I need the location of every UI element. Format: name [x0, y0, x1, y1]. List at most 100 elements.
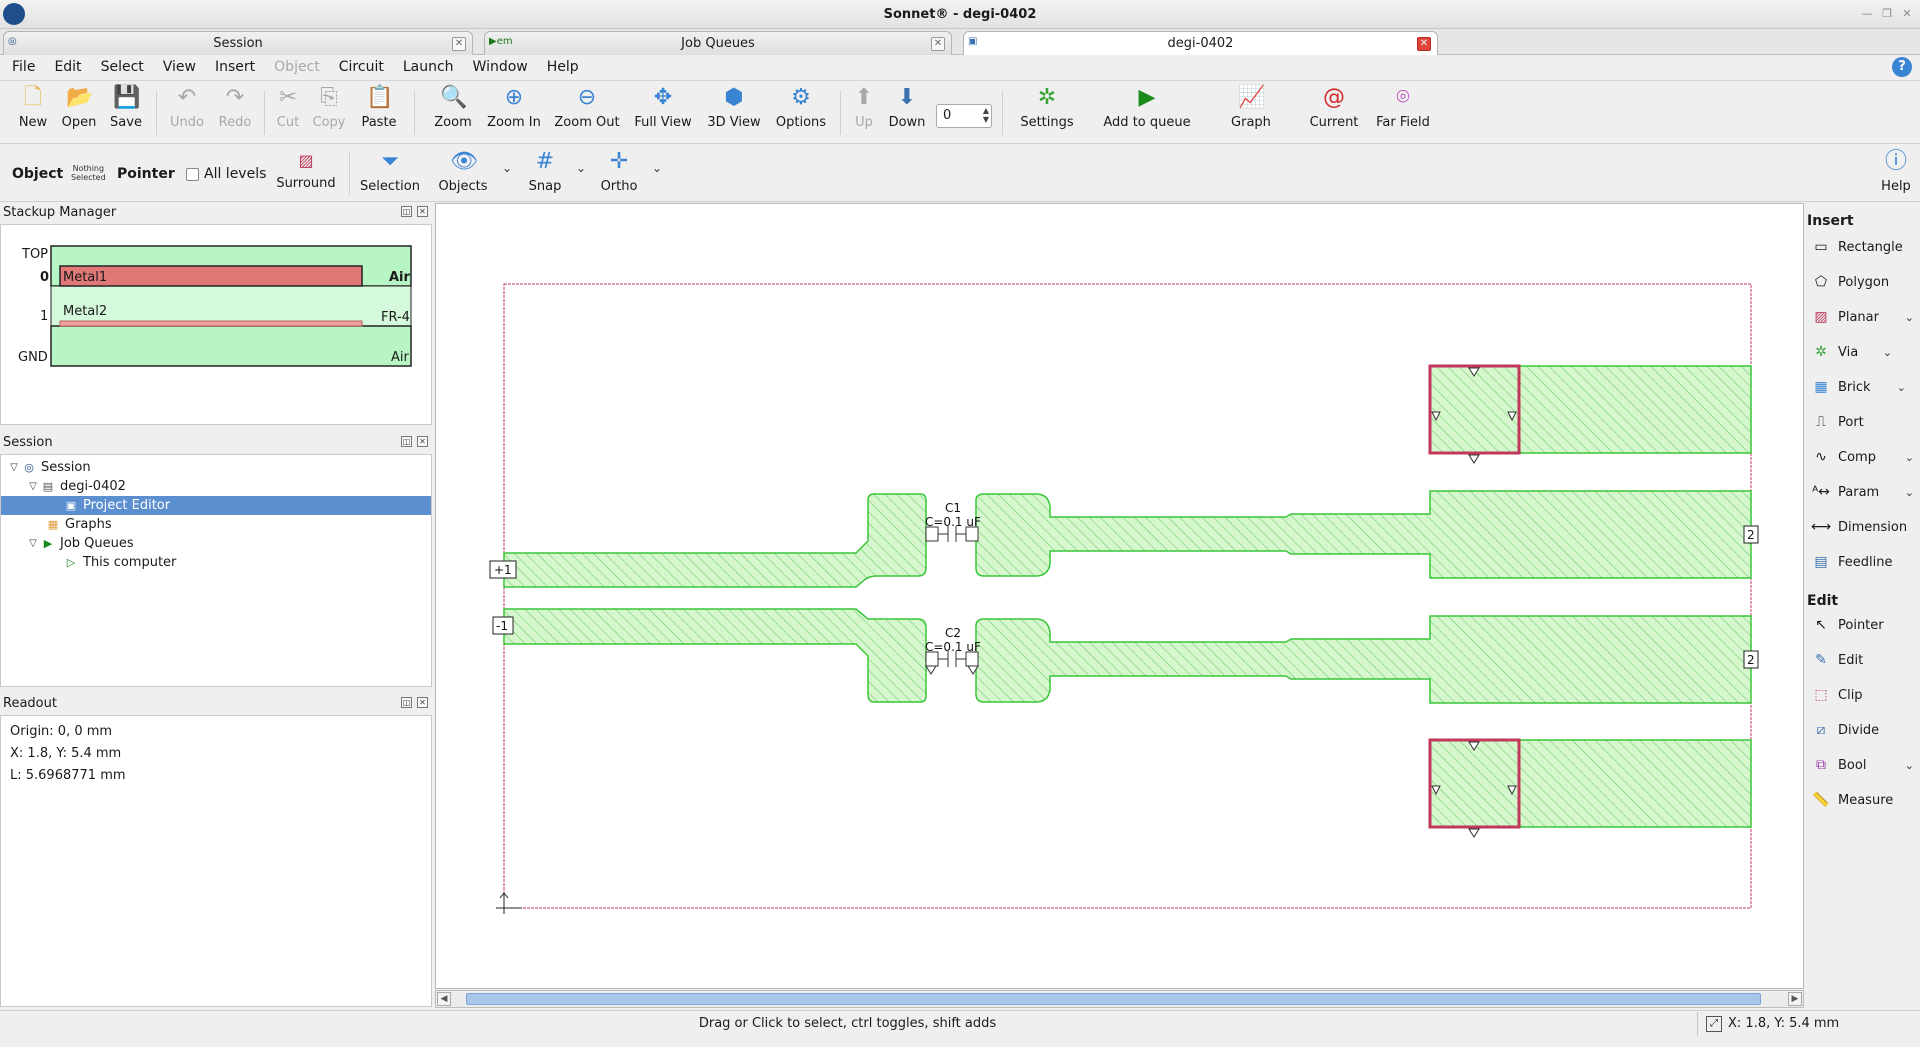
checkbox-box[interactable]	[186, 167, 199, 181]
tab-session[interactable]: ◎ Session ✕	[3, 31, 473, 55]
palette-bool[interactable]: ⧉Bool ⌄	[1810, 751, 1918, 779]
capacitor-c2[interactable]	[925, 651, 979, 667]
tree-item-project-editor[interactable]: ▣ Project Editor	[1, 496, 431, 515]
bottom-pad[interactable]	[1429, 739, 1752, 828]
float-panel-icon[interactable]: ◫	[401, 697, 412, 708]
menu-insert[interactable]: Insert	[215, 59, 256, 75]
palette-polygon[interactable]: ⬠Polygon	[1810, 268, 1918, 296]
scrollbar-thumb[interactable]	[466, 993, 1761, 1005]
close-panel-icon[interactable]: ✕	[417, 206, 428, 217]
surround-button[interactable]: ▨ Surround	[274, 148, 338, 204]
palette-brick[interactable]: ▦Brick ⌄	[1810, 373, 1918, 401]
via-dropdown-icon[interactable]: ⌄	[1882, 345, 1892, 359]
brick-dropdown-icon[interactable]: ⌄	[1896, 380, 1906, 394]
selection-button[interactable]: ⏷ Selection	[358, 149, 422, 205]
options-button[interactable]: ⚙ Options	[772, 85, 830, 141]
down-button[interactable]: ⬇ Down	[886, 85, 928, 141]
tab-degi-0402[interactable]: ▣ degi-0402 ✕	[963, 31, 1438, 56]
palette-divide[interactable]: ⧄Divide	[1810, 716, 1918, 744]
expand-arrow-icon[interactable]: ▽	[29, 538, 37, 549]
close-panel-icon[interactable]: ✕	[417, 697, 428, 708]
capacitor-c1[interactable]	[925, 526, 979, 542]
close-panel-icon[interactable]: ✕	[417, 436, 428, 447]
port-minus-1[interactable]: -1	[492, 616, 514, 635]
palette-pointer[interactable]: ↖Pointer	[1810, 611, 1918, 639]
palette-edit[interactable]: ✎Edit	[1810, 646, 1918, 674]
tree-item-this-computer[interactable]: ▷ This computer	[1, 553, 431, 572]
menu-object[interactable]: Object	[274, 59, 320, 75]
metal1-layer[interactable]	[59, 265, 363, 287]
planar-dropdown-icon[interactable]: ⌄	[1904, 310, 1914, 324]
port1-minus-trace[interactable]	[503, 608, 927, 703]
level-spinbox[interactable]: 0 ▲▼	[936, 104, 992, 128]
help-button[interactable]: ⓘ Help	[1876, 149, 1916, 205]
port1-plus-trace[interactable]	[503, 493, 927, 588]
save-button[interactable]: 💾 Save	[106, 85, 146, 141]
ortho-button[interactable]: ✛ Ortho	[594, 149, 644, 205]
zoom-in-button[interactable]: ⊕ Zoom In	[484, 85, 544, 141]
port-2-lower[interactable]: 2	[1743, 650, 1759, 669]
objects-button[interactable]: 👁 Objects	[430, 149, 496, 205]
snap-button[interactable]: # Snap	[520, 149, 570, 205]
paste-button[interactable]: 📋 Paste	[354, 85, 404, 141]
expand-arrow-icon[interactable]: ▽	[10, 462, 18, 473]
comp-dropdown-icon[interactable]: ⌄	[1904, 450, 1914, 464]
port2-upper-trace[interactable]	[975, 490, 1752, 579]
menu-view[interactable]: View	[162, 59, 196, 75]
tree-item-job-queues[interactable]: ▽ ▶ Job Queues	[1, 534, 431, 553]
close-tab-icon[interactable]: ✕	[452, 37, 466, 51]
top-via-box[interactable]	[1428, 364, 1521, 455]
palette-via[interactable]: ✲Via ⌄	[1810, 338, 1918, 366]
port2-lower-trace[interactable]	[975, 615, 1752, 704]
far-field-button[interactable]: ⌾ Far Field	[1372, 85, 1434, 141]
undo-button[interactable]: ↶ Undo	[166, 85, 208, 141]
circuit-layout[interactable]: C1 C=0.1 uF C2 C=0.1 uF +1 -1 2 2	[436, 204, 1805, 990]
ortho-dropdown-icon[interactable]: ⌄	[652, 161, 663, 175]
bool-dropdown-icon[interactable]: ⌄	[1904, 758, 1914, 772]
full-view-button[interactable]: ✥ Full View	[630, 85, 696, 141]
menu-file[interactable]: File	[12, 59, 36, 75]
current-button[interactable]: @ Current	[1304, 85, 1364, 141]
zoom-button[interactable]: 🔍 Zoom	[428, 85, 478, 141]
menu-edit[interactable]: Edit	[54, 59, 82, 75]
add-to-queue-button[interactable]: ▶ Add to queue	[1100, 85, 1194, 141]
menu-help[interactable]: Help	[546, 59, 579, 75]
bottom-via-box[interactable]	[1428, 738, 1521, 829]
port-2-upper[interactable]: 2	[1743, 525, 1759, 544]
palette-clip[interactable]: ⬚Clip	[1810, 681, 1918, 709]
metal2-layer[interactable]	[59, 320, 363, 327]
palette-measure[interactable]: 📏Measure	[1810, 786, 1918, 814]
minimize-icon[interactable]: —	[1861, 6, 1873, 20]
palette-port[interactable]: ⎍Port	[1810, 408, 1918, 436]
palette-param[interactable]: ᴬ↔Param ⌄	[1810, 478, 1918, 506]
menu-select[interactable]: Select	[100, 59, 144, 75]
top-pad[interactable]	[1429, 365, 1752, 454]
palette-comp[interactable]: ∿Comp ⌄	[1810, 443, 1918, 471]
scroll-left-icon[interactable]: ◀	[437, 992, 451, 1006]
objects-dropdown-icon[interactable]: ⌄	[502, 161, 513, 175]
stackup-diagram[interactable]	[50, 245, 412, 367]
tab-job-queues[interactable]: ▶em Job Queues ✕	[484, 31, 952, 55]
graph-button[interactable]: 📈 Graph	[1226, 85, 1276, 141]
3d-view-button[interactable]: ⬢ 3D View	[704, 85, 764, 141]
whats-this-help-icon[interactable]: ?	[1892, 57, 1912, 77]
new-button[interactable]: 🗋 New	[14, 85, 52, 141]
zoom-out-button[interactable]: ⊖ Zoom Out	[552, 85, 622, 141]
copy-button[interactable]: ⎘ Copy	[309, 85, 349, 141]
menu-circuit[interactable]: Circuit	[338, 59, 384, 75]
settings-button[interactable]: ✲ Settings	[1016, 85, 1078, 141]
close-tab-icon[interactable]: ✕	[1417, 37, 1431, 51]
float-panel-icon[interactable]: ◫	[401, 436, 412, 447]
all-levels-checkbox[interactable]: All levels	[186, 166, 266, 182]
tree-item-degi-0402[interactable]: ▽ ▤ degi-0402	[1, 477, 431, 496]
float-panel-icon[interactable]: ◫	[401, 206, 412, 217]
palette-rectangle[interactable]: ▭Rectangle	[1810, 233, 1918, 261]
horizontal-scrollbar[interactable]: ◀ ▶	[435, 990, 1804, 1008]
scroll-right-icon[interactable]: ▶	[1788, 992, 1802, 1006]
expand-arrow-icon[interactable]: ▽	[29, 481, 37, 492]
tree-item-graphs[interactable]: ▦ Graphs	[1, 515, 431, 534]
up-button[interactable]: ⬆ Up	[848, 85, 880, 141]
layout-canvas[interactable]: C1 C=0.1 uF C2 C=0.1 uF +1 -1 2 2	[435, 203, 1804, 989]
redo-button[interactable]: ↷ Redo	[214, 85, 256, 141]
param-dropdown-icon[interactable]: ⌄	[1904, 485, 1914, 499]
